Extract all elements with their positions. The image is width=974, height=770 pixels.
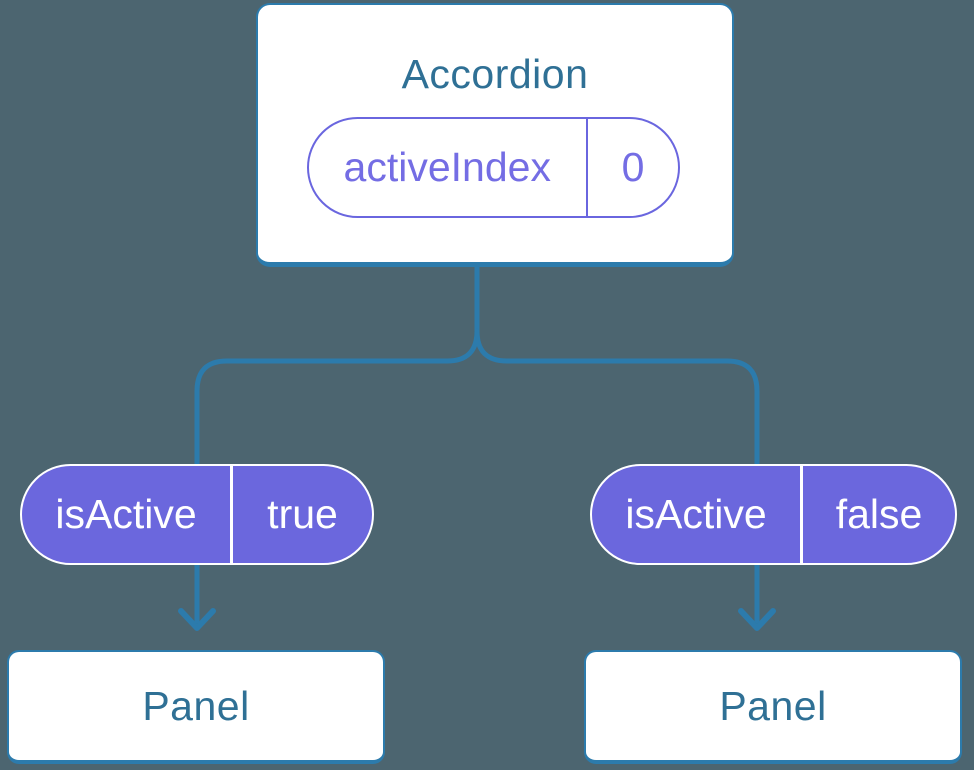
prop-name-label: isActive [55,491,197,537]
arrow-down-icon [178,608,216,631]
state-name-label: activeIndex [343,144,551,190]
connector-left-branch [194,261,480,624]
prop-value-label: false [835,491,923,537]
accordion-node-title: Accordion [401,51,589,97]
pill-divider [230,466,233,563]
prop-pill-is-active-true: isActive true [20,464,374,565]
pill-divider [585,119,588,216]
prop-name-label: isActive [625,491,767,537]
panel-node-right: Panel [584,650,962,764]
prop-value-label: true [267,491,338,537]
prop-pill-is-active-false: isActive false [590,464,957,565]
state-value-label: 0 [621,144,645,190]
state-pill-active-index: activeIndex 0 [307,117,680,218]
arrow-down-icon [738,608,776,631]
panel-node-left: Panel [7,650,385,764]
accordion-node: Accordion activeIndex 0 [256,3,734,267]
pill-divider [800,466,803,563]
